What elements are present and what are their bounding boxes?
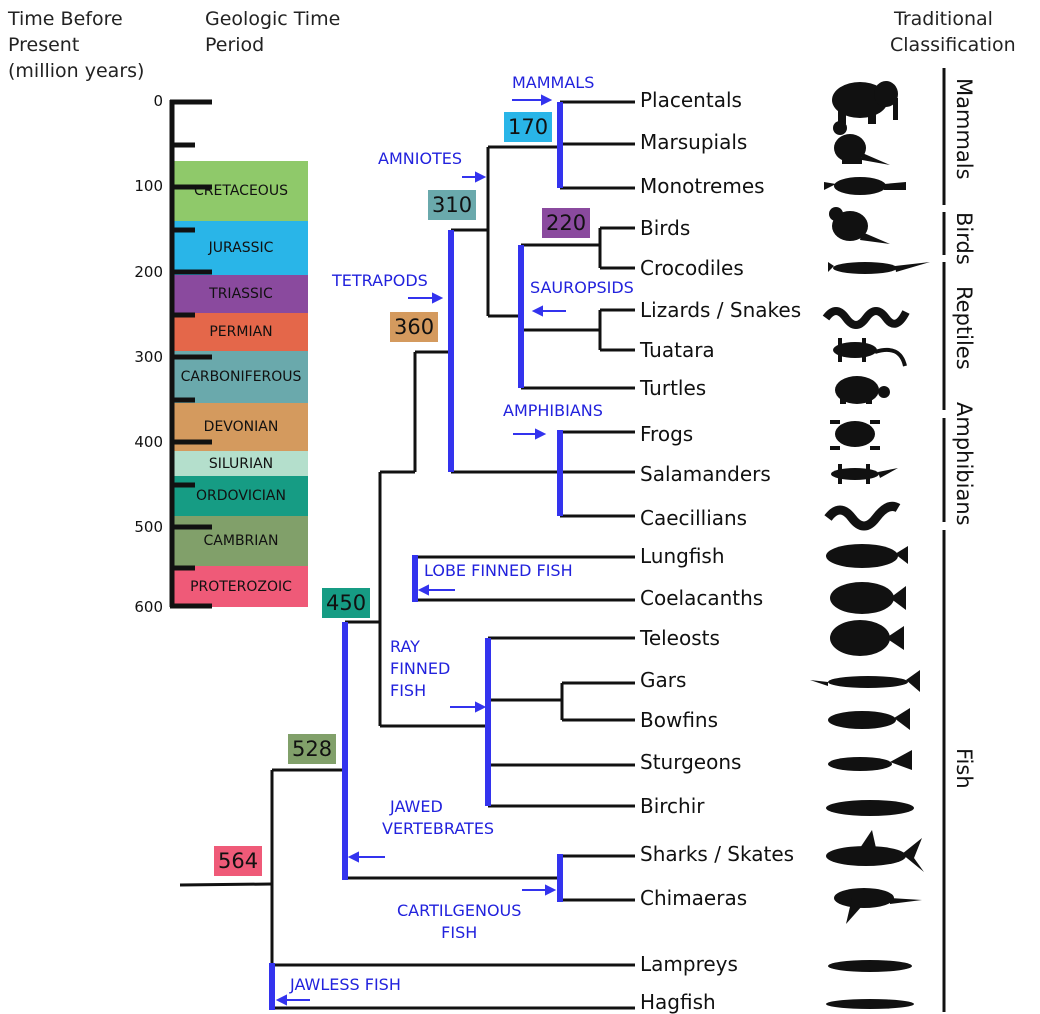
taxon-turtles: Turtles [640, 376, 706, 400]
caecilian-icon [828, 506, 898, 526]
taxon-lampreys: Lampreys [640, 952, 738, 976]
taxon-placentals: Placentals [640, 88, 742, 112]
taxon-bowfins: Bowfins [640, 708, 718, 732]
group-ray-finned-line: FISH [390, 680, 450, 702]
group-jawless-fish: JAWLESS FISH [290, 974, 401, 996]
teleost-icon [830, 620, 904, 656]
node-age-450: 450 [322, 588, 370, 618]
kangaroo-icon [833, 121, 890, 165]
group-cartilagenous-line: CARTILGENOUS [397, 900, 521, 922]
taxon-birchir: Birchir [640, 794, 705, 818]
node-age-170: 170 [504, 112, 552, 142]
group-mammals: MAMMALS [512, 72, 594, 94]
group-tetrapods: TETRAPODS [332, 270, 428, 292]
taxon-salamanders: Salamanders [640, 462, 771, 486]
node-age-220: 220 [542, 208, 590, 238]
taxon-sharks-skates: Sharks / Skates [640, 842, 794, 866]
group-lobe-finned-fish: LOBE FINNED FISH [424, 560, 573, 582]
group-ray-finned-line: RAY [390, 636, 450, 658]
bowfin-icon [828, 708, 910, 730]
taxon-lungfish: Lungfish [640, 544, 725, 568]
group-sauropsids: SAUROPSIDS [530, 277, 634, 299]
taxon-monotremes: Monotremes [640, 174, 765, 198]
taxon-caecillians: Caecillians [640, 506, 747, 530]
taxon-teleosts: Teleosts [640, 626, 720, 650]
group-cartilagenous-line: FISH [397, 922, 521, 944]
class-mammals: Mammals [952, 78, 976, 180]
shark-icon [826, 830, 924, 872]
group-ray-finned-fish: RAY FINNED FISH [390, 636, 450, 702]
taxon-hagfish: Hagfish [640, 990, 716, 1014]
lamprey-icon [828, 960, 912, 972]
class-fish: Fish [952, 748, 976, 789]
platypus-icon [824, 177, 906, 195]
group-amniotes: AMNIOTES [378, 148, 462, 170]
node-age-528: 528 [288, 734, 336, 764]
node-age-310: 310 [428, 190, 476, 220]
bichir-icon [826, 800, 914, 816]
gar-icon [810, 670, 920, 692]
taxon-tuatara: Tuatara [640, 338, 715, 362]
coelacanth-icon [830, 582, 906, 614]
class-birds: Birds [952, 212, 976, 265]
taxon-sturgeons: Sturgeons [640, 750, 741, 774]
node-age-564: 564 [214, 846, 262, 876]
chimaera-icon [834, 888, 922, 924]
elephant-icon [832, 81, 898, 124]
lungfish-icon [826, 544, 908, 568]
turtle-icon [835, 376, 890, 404]
sturgeon-icon [828, 750, 912, 771]
taxon-frogs: Frogs [640, 422, 693, 446]
group-jawed-line: JAWED [382, 796, 494, 818]
group-amphibians: AMPHIBIANS [503, 400, 603, 422]
group-ray-finned-line: FINNED [390, 658, 450, 680]
taxon-lizards-snakes: Lizards / Snakes [640, 298, 801, 322]
taxon-marsupials: Marsupials [640, 130, 747, 154]
group-jawed-vertebrates: JAWED VERTEBRATES [382, 796, 494, 840]
snake-icon [826, 311, 906, 325]
group-cartilagenous-fish: CARTILGENOUS FISH [397, 900, 521, 944]
taxon-gars: Gars [640, 668, 686, 692]
taxon-birds: Birds [640, 216, 690, 240]
tuatara-icon [833, 338, 905, 366]
taxon-coelacanths: Coelacanths [640, 586, 763, 610]
clade-arrows [278, 96, 566, 1004]
time-axis [170, 100, 212, 607]
salamander-icon [831, 464, 898, 484]
taxon-crocodiles: Crocodiles [640, 256, 744, 280]
group-jawed-line: VERTEBRATES [382, 818, 494, 840]
class-amphibians: Amphibians [952, 402, 976, 526]
crocodile-icon [828, 262, 930, 274]
frog-icon [830, 420, 880, 450]
hagfish-icon [826, 999, 914, 1009]
taxon-chimaeras: Chimaeras [640, 886, 747, 910]
class-reptiles: Reptiles [952, 286, 976, 370]
animal-silhouettes [810, 81, 930, 1009]
bird-icon [829, 207, 890, 244]
node-age-360: 360 [390, 312, 438, 342]
